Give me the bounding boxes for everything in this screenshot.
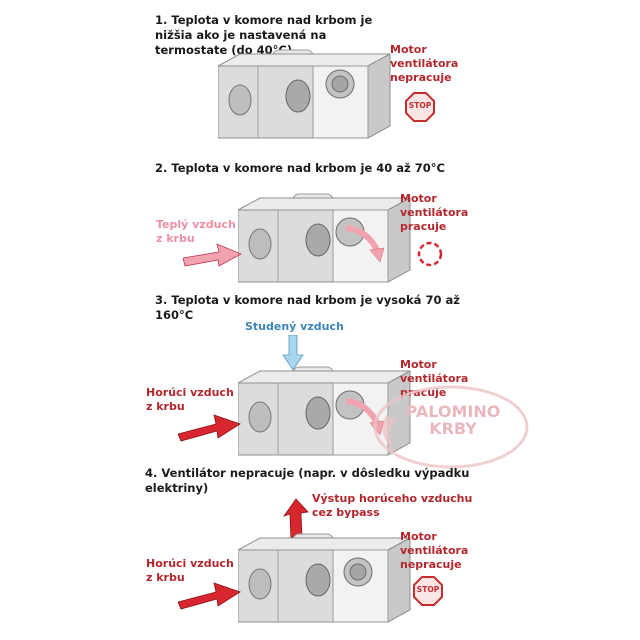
palomino-logo-icon xyxy=(373,385,529,469)
step-4-motor-label: Motor ventilátora nepracuje xyxy=(400,530,469,571)
step-1-heading: 1. Teplota v komore nad krbom je nižšia … xyxy=(155,13,373,57)
step-3-heading: 3. Teplota v komore nad krbom je vysoká … xyxy=(155,293,460,322)
step-1-fan-unit xyxy=(218,49,391,139)
step-2-fan-unit xyxy=(238,193,411,283)
step-1-motor-label: Motor ventilátora nepracuje xyxy=(390,43,459,84)
step-1-stop-text: STOP xyxy=(408,101,432,110)
step-2-warm-air-arrow xyxy=(183,243,242,267)
step-2-motor-label: Motor ventilátora pracuje xyxy=(400,192,469,233)
step-4-air-label: Horúci vzduch z krbu xyxy=(146,557,234,584)
watermark-text: PALOMINO KRBY xyxy=(405,402,501,438)
step-3-cold-air-arrow xyxy=(282,335,304,371)
step-4-stop-text: STOP xyxy=(416,585,440,594)
step-3-air-label: Horúci vzduch z krbu xyxy=(146,386,234,413)
step-4-stop-icon: STOP xyxy=(413,576,443,606)
step-1-stop-icon: STOP xyxy=(405,92,435,122)
step-3-motor-label: Motor ventilátora pracuje xyxy=(400,358,469,399)
step-2-motor-running-icon xyxy=(417,241,443,267)
step-4-fan-unit xyxy=(238,533,411,623)
step-3-fan-unit xyxy=(238,366,411,456)
step-3-hot-air-arrow xyxy=(178,414,241,442)
step-4-hot-air-arrow xyxy=(178,582,241,610)
step-2-heading: 2. Teplota v komore nad krbom je 40 až 7… xyxy=(155,161,445,175)
step-2-air-label: Teplý vzduch z krbu xyxy=(156,218,236,245)
step-4-heading: 4. Ventilátor nepracuje (napr. v dôsledk… xyxy=(145,466,470,495)
step-3-cold-air-label: Studený vzduch xyxy=(245,320,344,333)
step-4-bypass-label: Výstup horúceho vzduchu cez bypass xyxy=(312,492,473,519)
